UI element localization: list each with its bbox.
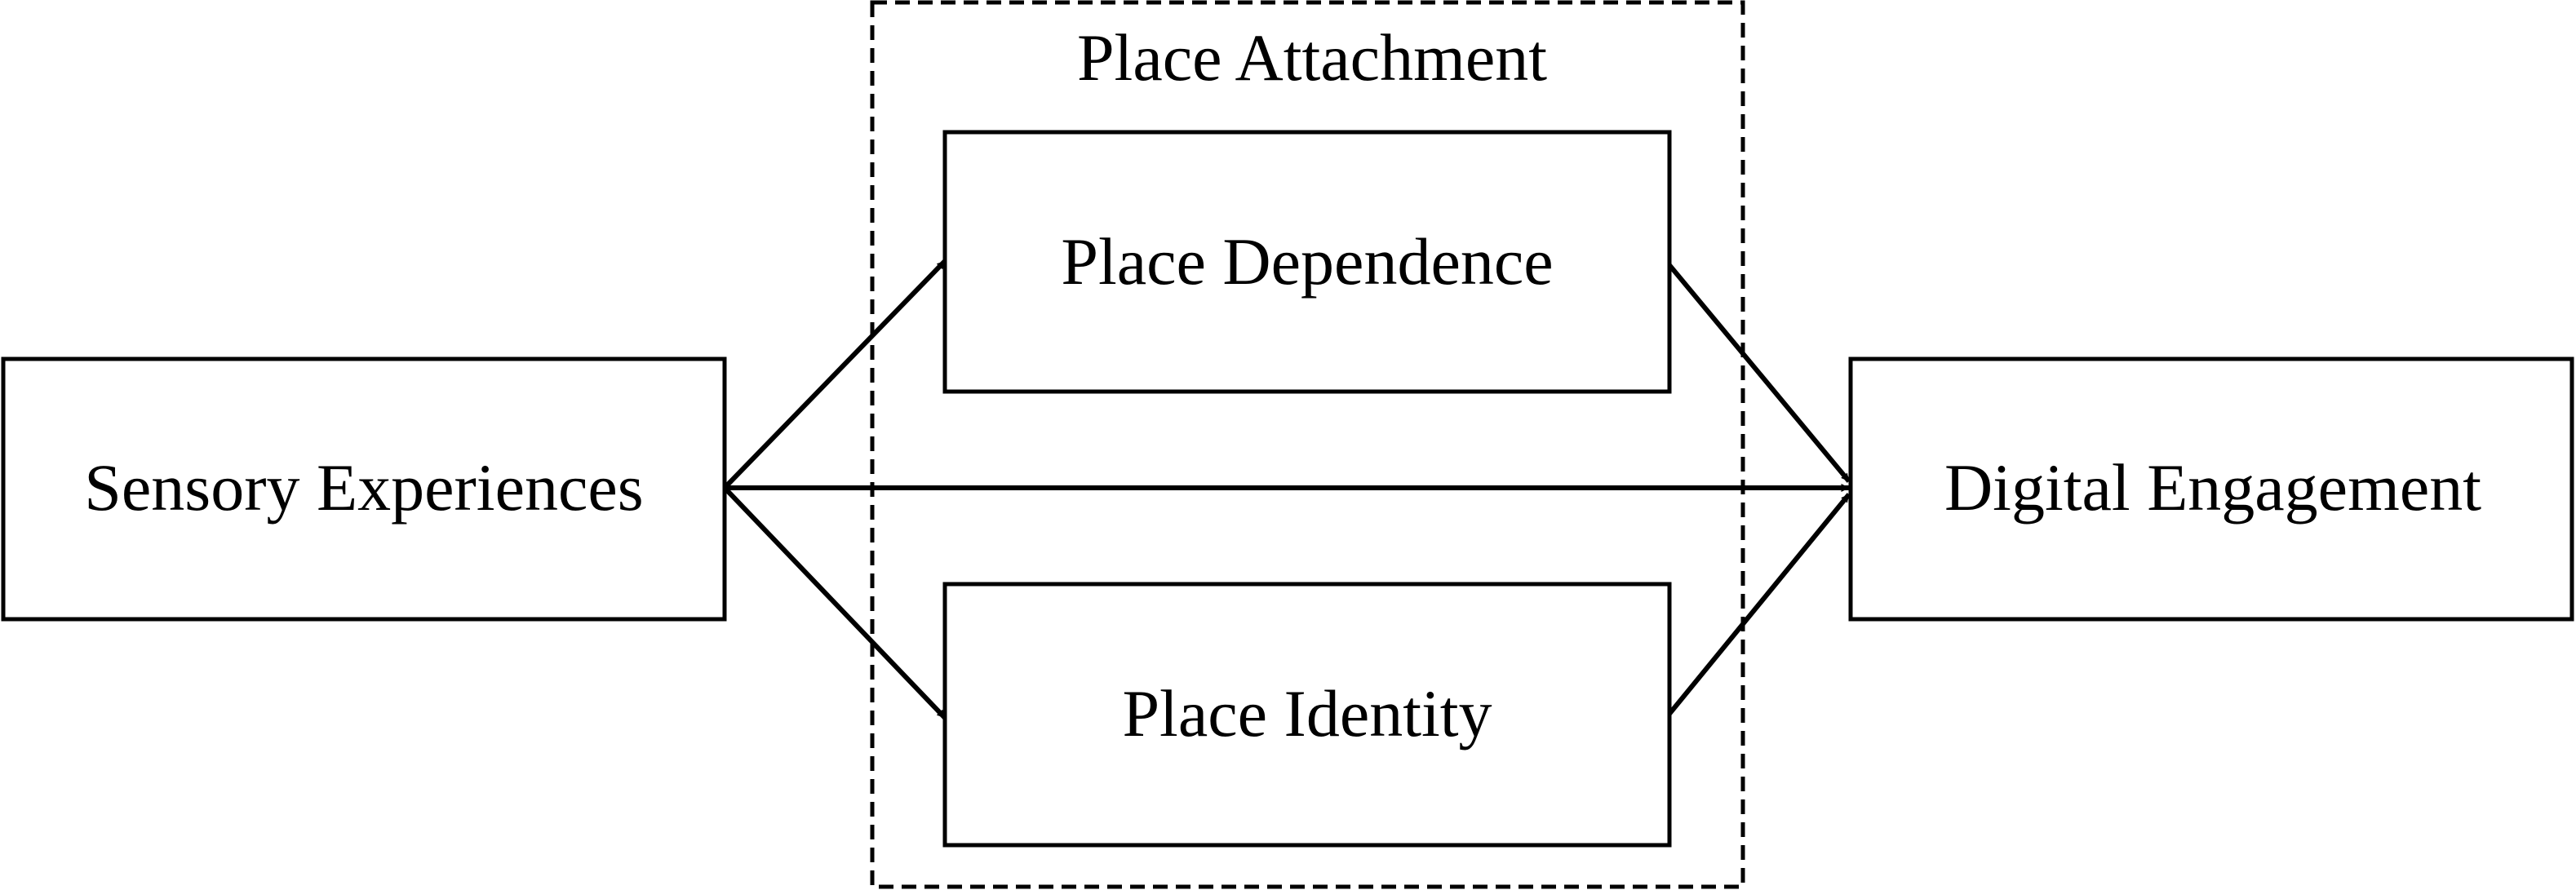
node-box — [1848, 356, 2574, 622]
node-box — [942, 130, 1672, 394]
arrow-dependence-to-digital — [1667, 263, 1851, 483]
node-place-dependence: Place Dependence — [942, 130, 1672, 394]
group-title: Place Attachment — [1077, 20, 1547, 95]
arrow-sensory-to-identity — [722, 485, 947, 720]
arrow-sensory-to-dependence — [722, 259, 947, 490]
node-box — [942, 582, 1672, 848]
node-label: Sensory Experiences — [84, 450, 643, 525]
node-digital-engagement: Digital Engagement — [1848, 356, 2574, 622]
node-label: Digital Engagement — [1944, 450, 2481, 525]
group-place-attachment — [870, 0, 1745, 889]
node-place-identity: Place Identity — [942, 582, 1672, 848]
edges — [722, 259, 1851, 720]
node-sensory-experiences: Sensory Experiences — [1, 356, 727, 622]
node-label: Place Dependence — [1061, 224, 1553, 299]
arrow-identity-to-digital — [1667, 493, 1851, 715]
node-label: Place Identity — [1122, 676, 1492, 751]
node-box — [1, 356, 727, 622]
